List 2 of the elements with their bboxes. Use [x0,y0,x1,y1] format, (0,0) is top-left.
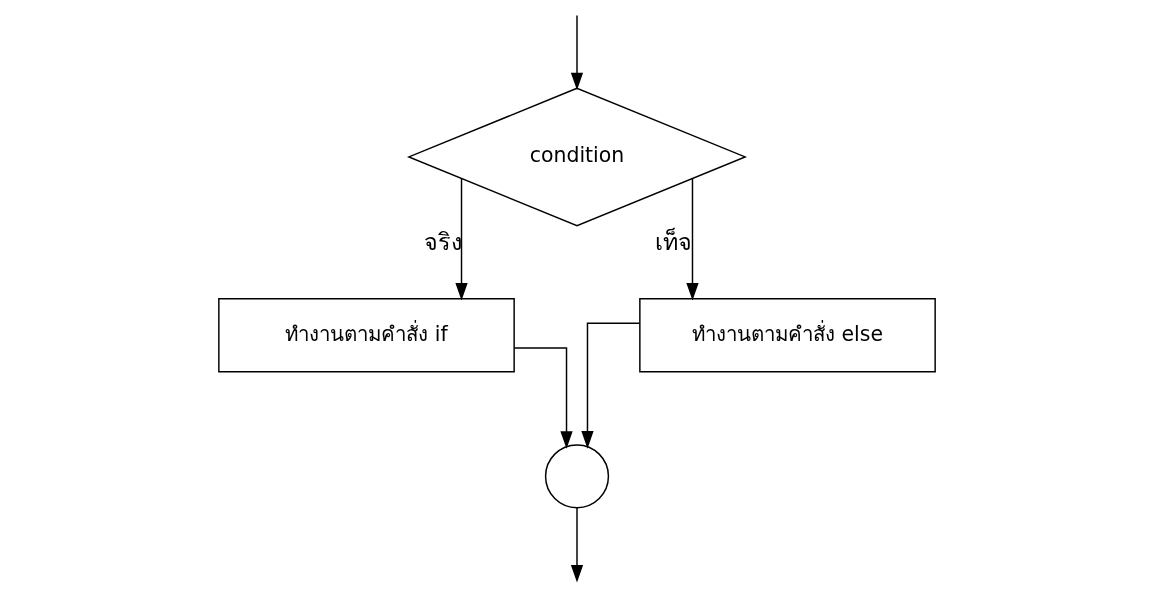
edge-label: เท็จ [654,227,692,256]
edge-label: จริง [423,227,462,256]
